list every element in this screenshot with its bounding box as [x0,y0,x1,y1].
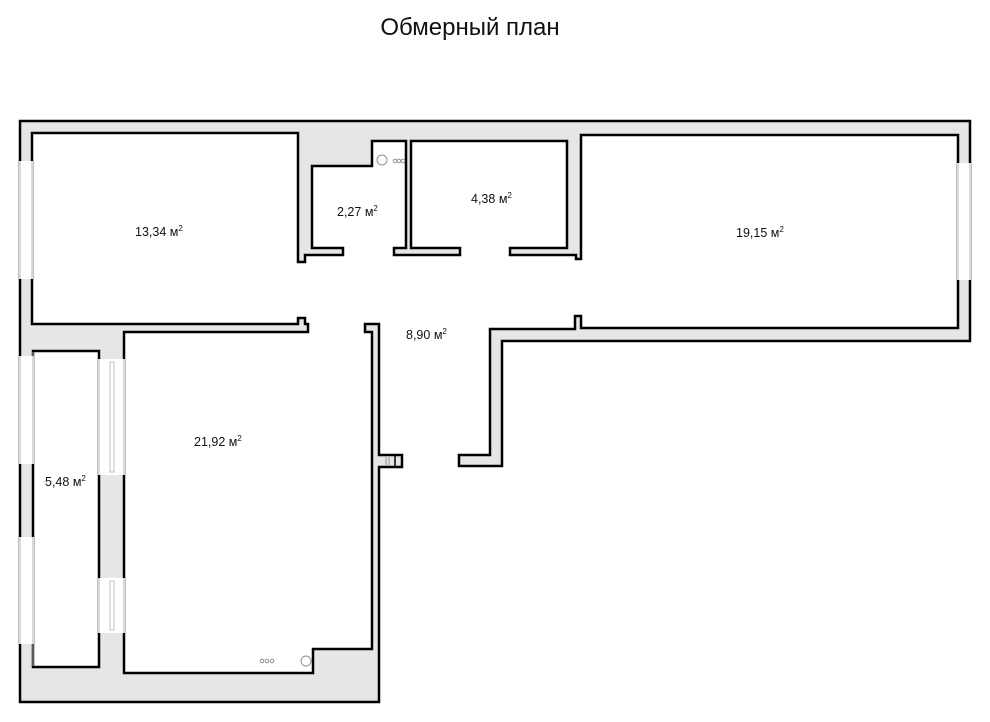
window-left-room [19,161,33,279]
window-balcony-outer-top [19,352,34,464]
entrance-door-frame [385,455,396,467]
riser-bottom [259,655,312,667]
window-balcony-inner-bottom [98,578,125,633]
room-2-27-label: 2,27 м2 [337,204,378,219]
room-19-15-label: 19,15 м2 [736,225,784,240]
windows [19,161,971,666]
plan-title: Обмерный план [380,14,560,41]
hallway-8-90-label: 8,90 м2 [406,327,447,342]
room-21-92-label: 21,92 м2 [194,434,242,449]
room-4-38-label: 4,38 м2 [471,191,512,206]
room-13-34-label: 13,34 м2 [135,224,183,239]
pipe-circle-icon [376,154,388,166]
balcony-5-48-label: 5,48 м2 [45,474,86,489]
riser-top [376,154,406,166]
walls [18,119,972,704]
window-balcony-inner-top [98,359,125,475]
window-right-room [957,163,971,280]
pipe-circle-icon [300,655,312,667]
window-balcony-outer-bottom [19,537,34,666]
